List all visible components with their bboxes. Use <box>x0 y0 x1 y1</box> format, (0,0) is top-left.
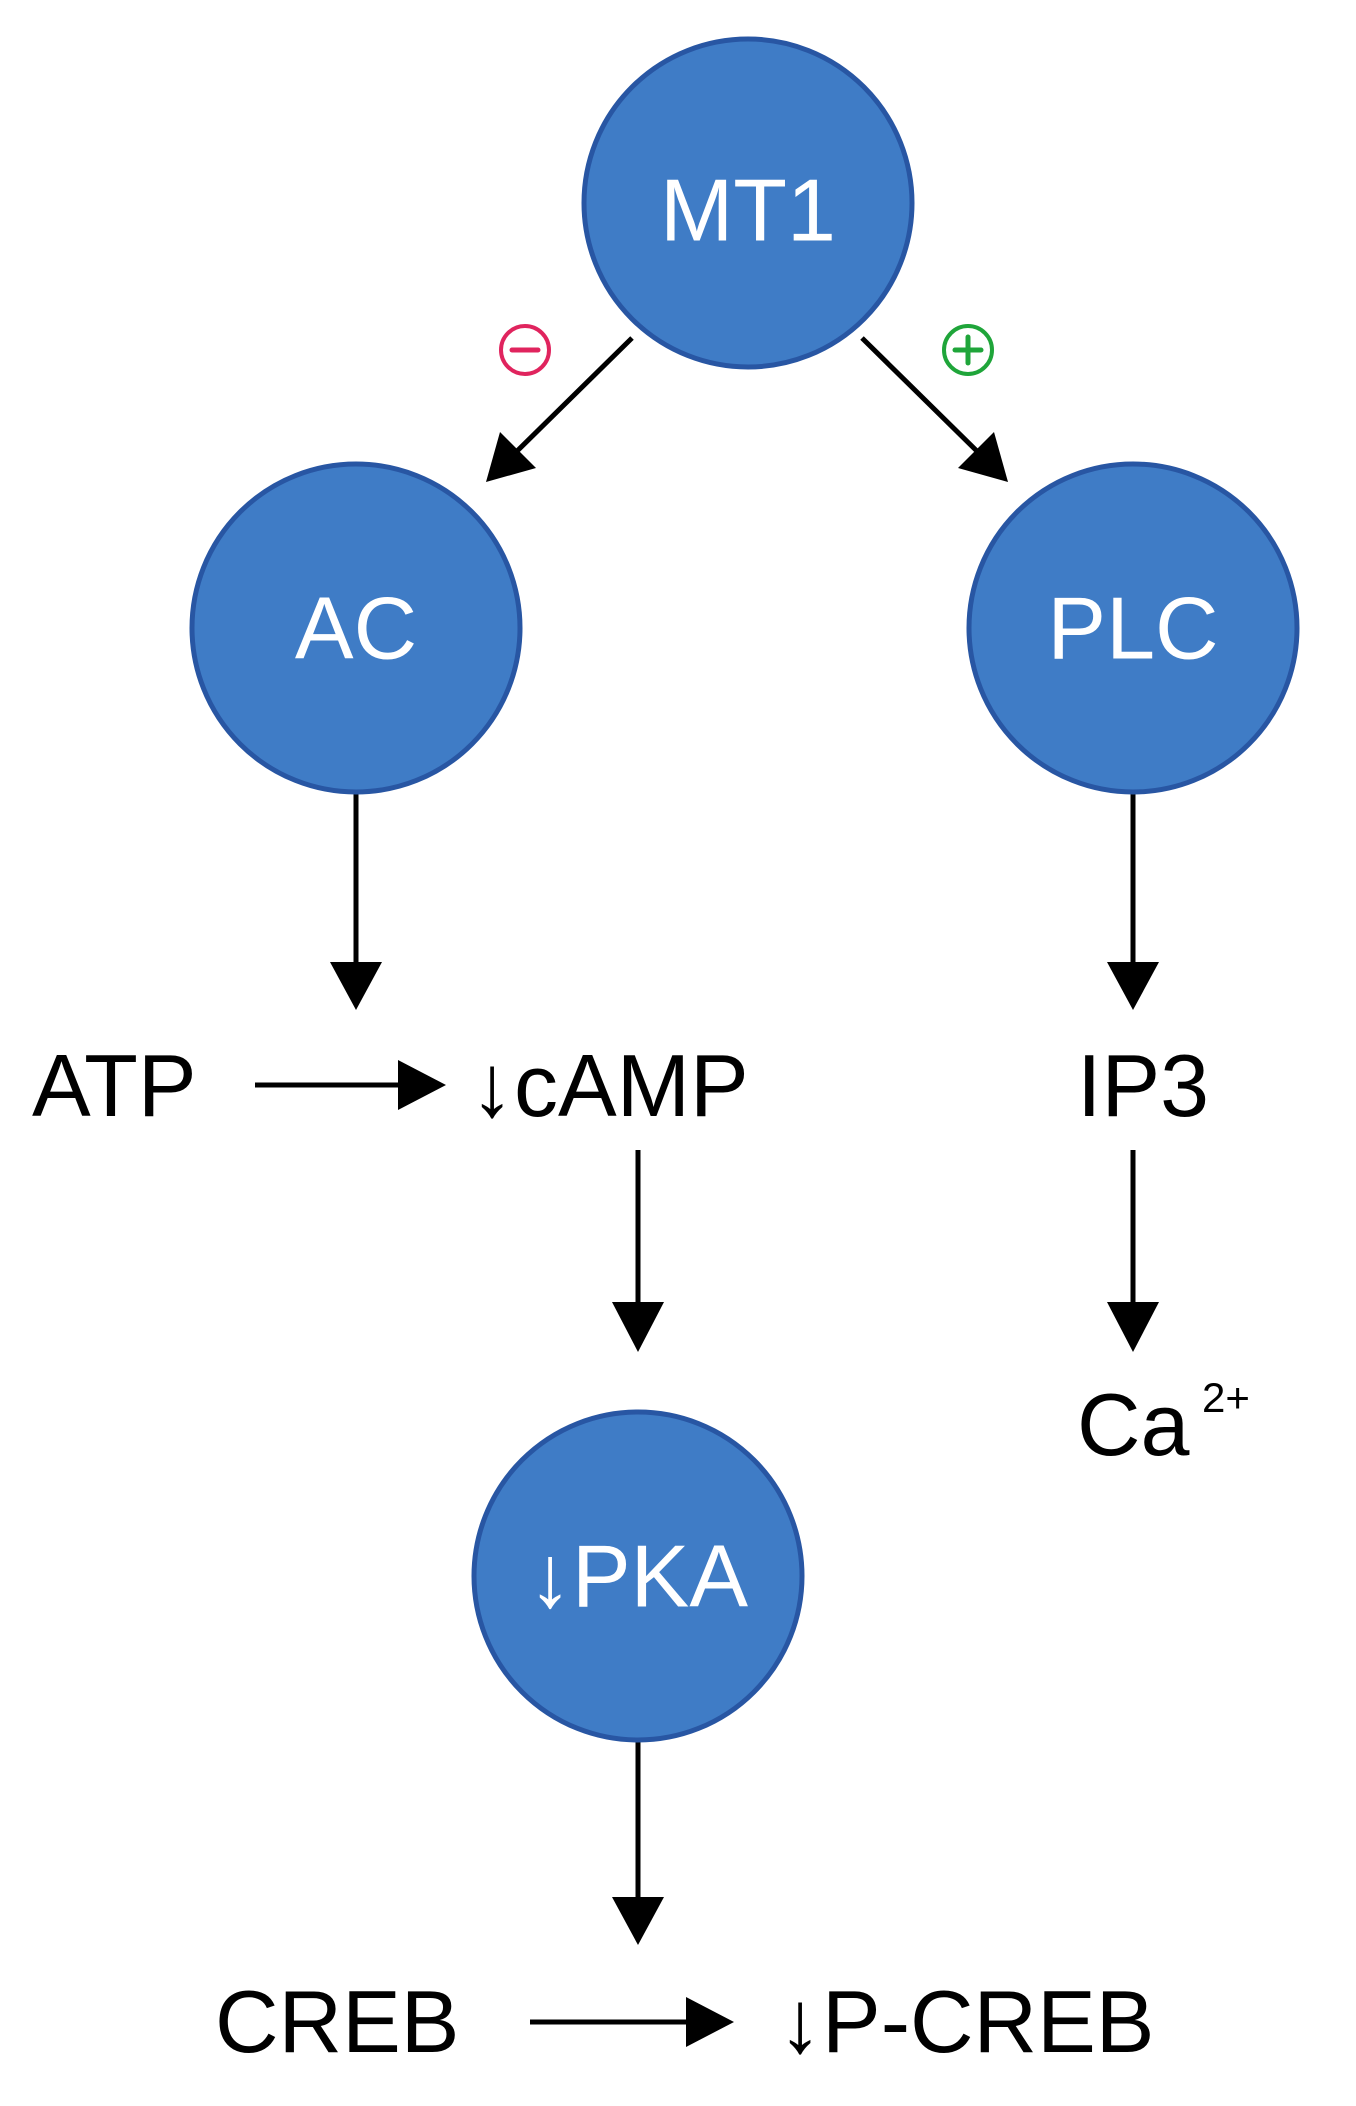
node-ac-circle <box>189 461 523 795</box>
creb-label: CREB <box>215 1972 460 2071</box>
node-plc-label: PLC <box>1047 579 1218 678</box>
arrowhead-pka-down <box>612 1897 664 1945</box>
edges <box>255 336 1159 2047</box>
arrowhead-mt1-to-plc <box>958 432 1008 482</box>
node-mt1-label: MT1 <box>660 161 836 260</box>
arrowhead-mt1-to-ac <box>486 432 536 482</box>
node-mt1: MT1 <box>581 36 915 370</box>
node-ac: AC <box>189 461 523 795</box>
activate-sign <box>942 324 994 376</box>
node-pka-circle <box>471 1409 805 1743</box>
arrowhead-creb-to-pcreb <box>686 1997 734 2047</box>
node-pka: ↓PKA <box>471 1409 805 1743</box>
ca-charge-label: 2+ <box>1202 1374 1250 1421</box>
arrowhead-atp-to-camp <box>398 1060 446 1110</box>
plus-circle-icon <box>942 324 994 376</box>
edge-mt1-to-plc <box>860 336 990 464</box>
arrowhead-plc-to-ip3 <box>1107 962 1159 1010</box>
node-pka-label: ↓PKA <box>528 1527 748 1626</box>
inhibit-sign <box>499 324 551 376</box>
node-plc: PLC <box>966 461 1300 795</box>
ca-label: Ca <box>1077 1375 1190 1474</box>
node-ac-label: AC <box>295 579 417 678</box>
camp-label: ↓cAMP <box>470 1036 749 1135</box>
minus-circle-icon <box>499 324 551 376</box>
arrowhead-ac-down <box>330 962 382 1010</box>
node-mt1-circle <box>581 36 915 370</box>
edge-mt1-to-ac <box>504 336 634 464</box>
arrowhead-camp-to-pka <box>612 1302 664 1352</box>
ip3-label: IP3 <box>1077 1036 1209 1135</box>
pcreb-label: ↓P-CREB <box>778 1972 1155 2071</box>
node-plc-circle <box>966 461 1300 795</box>
arrowhead-ip3-to-ca <box>1107 1302 1159 1352</box>
atp-label: ATP <box>32 1036 197 1135</box>
